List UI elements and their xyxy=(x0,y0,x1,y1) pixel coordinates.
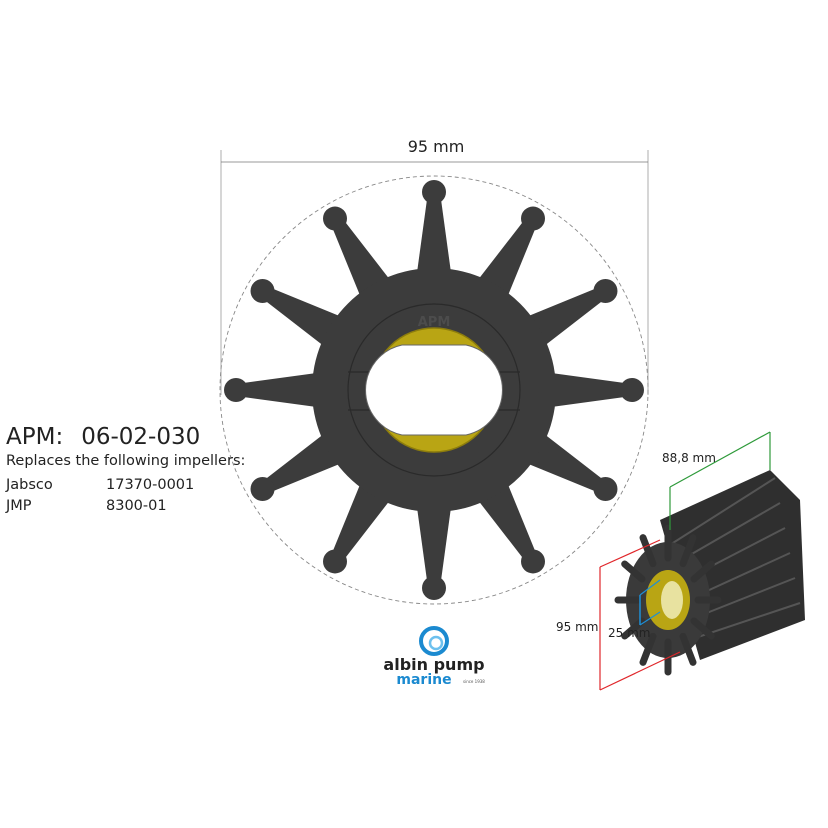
hub-mark: APM xyxy=(418,315,451,330)
vane xyxy=(224,372,324,408)
part-number: APM:06-02-030 xyxy=(6,424,201,450)
vane-3d xyxy=(679,632,697,666)
vane-3d xyxy=(621,560,646,583)
replaces-heading: Replaces the following impellers: xyxy=(6,453,246,469)
vane-3d xyxy=(690,617,715,640)
svg-text:albin pump: albin pump xyxy=(383,655,484,674)
vane-3d xyxy=(639,632,657,666)
shaft-hole xyxy=(365,344,503,436)
hub-groove xyxy=(347,303,521,477)
vane-3d xyxy=(679,534,697,568)
vane xyxy=(416,180,452,280)
vane xyxy=(544,372,644,408)
svg-text:since 1938: since 1938 xyxy=(463,679,485,684)
length-label: 88,8 mm xyxy=(662,451,716,465)
shaft-label: 25 mm xyxy=(608,626,650,640)
vane xyxy=(416,500,452,600)
impeller-3d: 95 mm 88,8 mm 25 mm xyxy=(556,431,805,691)
svg-text:marine: marine xyxy=(396,672,451,688)
diameter-3d-label: 95 mm xyxy=(556,620,598,634)
outer-circle xyxy=(219,175,649,605)
diameter-label: 95 mm xyxy=(408,137,465,156)
vane-3d xyxy=(639,534,657,568)
vane-3d xyxy=(621,617,646,640)
albin-pump-logo: albin pump marine since 1938 xyxy=(383,626,485,688)
vane-3d xyxy=(690,560,715,583)
